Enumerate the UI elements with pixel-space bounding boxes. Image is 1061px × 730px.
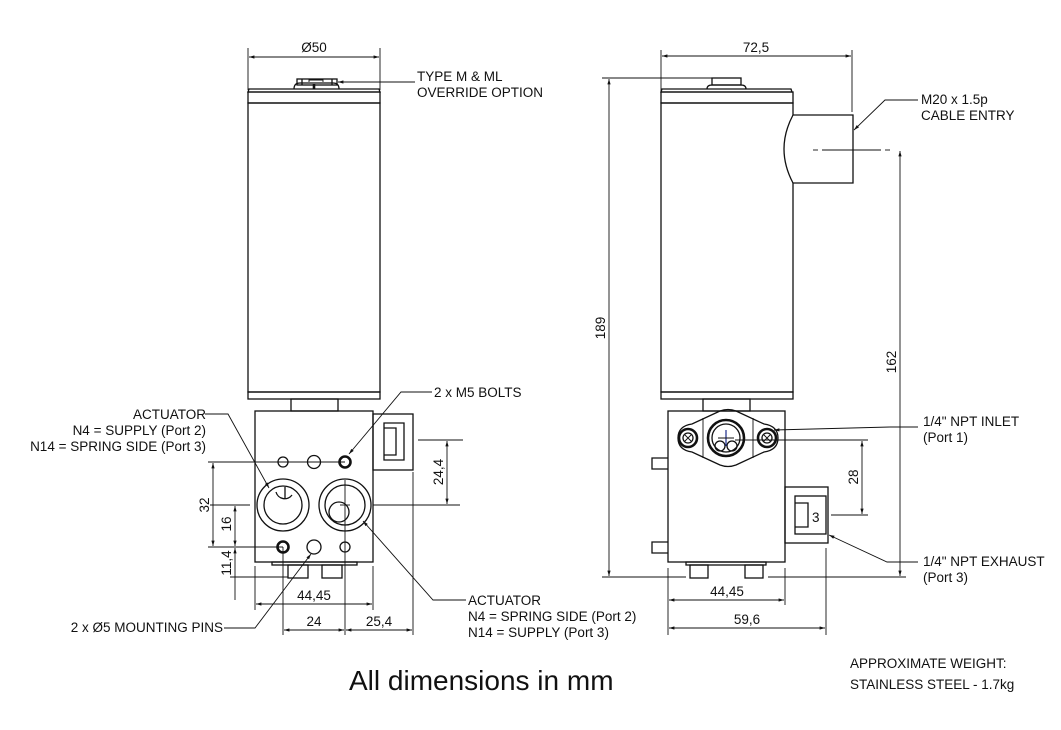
leader-actuator-left (205, 413, 270, 489)
leader-exhaust (828, 534, 918, 563)
callout-actuator-left-line3: N14 = SPRING SIDE (Port 3) (30, 439, 206, 454)
dim-28: 28 (846, 469, 861, 484)
dim-59-6: 59,6 (734, 612, 760, 627)
callout-override-line2: OVERRIDE OPTION (417, 85, 543, 100)
dim-44-45: 44,45 (297, 588, 331, 603)
valve-block (254, 410, 414, 579)
dim-44-45-side: 44,45 (710, 584, 744, 599)
dim-24: 24 (306, 614, 322, 629)
solenoid-body (247, 88, 381, 412)
dim-24-4: 24,4 (431, 458, 446, 485)
callout-actuator-right-line3: N14 = SUPPLY (Port 3) (468, 625, 609, 640)
callout-bolts: 2 x M5 BOLTS (434, 385, 522, 400)
dim-162: 162 (884, 351, 899, 374)
leader-actuator-right (362, 520, 466, 601)
cable-entry (783, 114, 890, 184)
solenoid-body-side (660, 88, 794, 412)
port-label-3: 3 (812, 510, 820, 525)
dim-16: 16 (219, 516, 234, 531)
weight-line2: STAINLESS STEEL - 1.7kg (850, 677, 1014, 692)
callout-cable-entry-line1: M20 x 1.5p (921, 92, 988, 107)
dim-11-4: 11,4 (219, 550, 234, 576)
callout-cable-entry-line2: CABLE ENTRY (921, 108, 1015, 123)
callout-actuator-right-line2: N4 = SPRING SIDE (Port 2) (468, 609, 636, 624)
callout-inlet-line2: (Port 1) (923, 430, 968, 445)
leader-inlet (773, 426, 918, 432)
callout-exhaust-line1: 1/4" NPT EXHAUST (923, 554, 1045, 569)
callout-actuator-left-line1: ACTUATOR (133, 407, 206, 422)
callout-override-line1: TYPE M & ML (417, 69, 503, 84)
dim-72-5: 72,5 (743, 40, 769, 55)
leader-cable-entry (853, 99, 918, 131)
valve-block-side: 3 (651, 408, 829, 579)
side-view: 72,5 M20 x 1.5p CABLE ENTRY (593, 40, 1045, 635)
dim-25-4: 25,4 (366, 614, 393, 629)
callout-actuator-left-line2: N4 = SUPPLY (Port 2) (73, 423, 206, 438)
override-knob-side (711, 77, 742, 86)
leader-bolts (348, 391, 432, 455)
front-view: Ø50 TYPE M & ML OVERRIDE OPTION (30, 40, 636, 640)
drawing-title: All dimensions in mm (349, 665, 614, 696)
dim-189: 189 (593, 317, 608, 340)
callout-mounting-pins: 2 x Ø5 MOUNTING PINS (71, 620, 223, 635)
override-knob (293, 78, 340, 90)
dim-32: 32 (197, 497, 212, 512)
dim-diameter: Ø50 (301, 40, 327, 55)
callout-exhaust-line2: (Port 3) (923, 570, 968, 585)
weight-line1: APPROXIMATE WEIGHT: (850, 656, 1007, 671)
callout-actuator-right-line1: ACTUATOR (468, 593, 541, 608)
callout-inlet-line1: 1/4" NPT INLET (923, 414, 1019, 429)
leader-mounting-pins (224, 553, 312, 629)
